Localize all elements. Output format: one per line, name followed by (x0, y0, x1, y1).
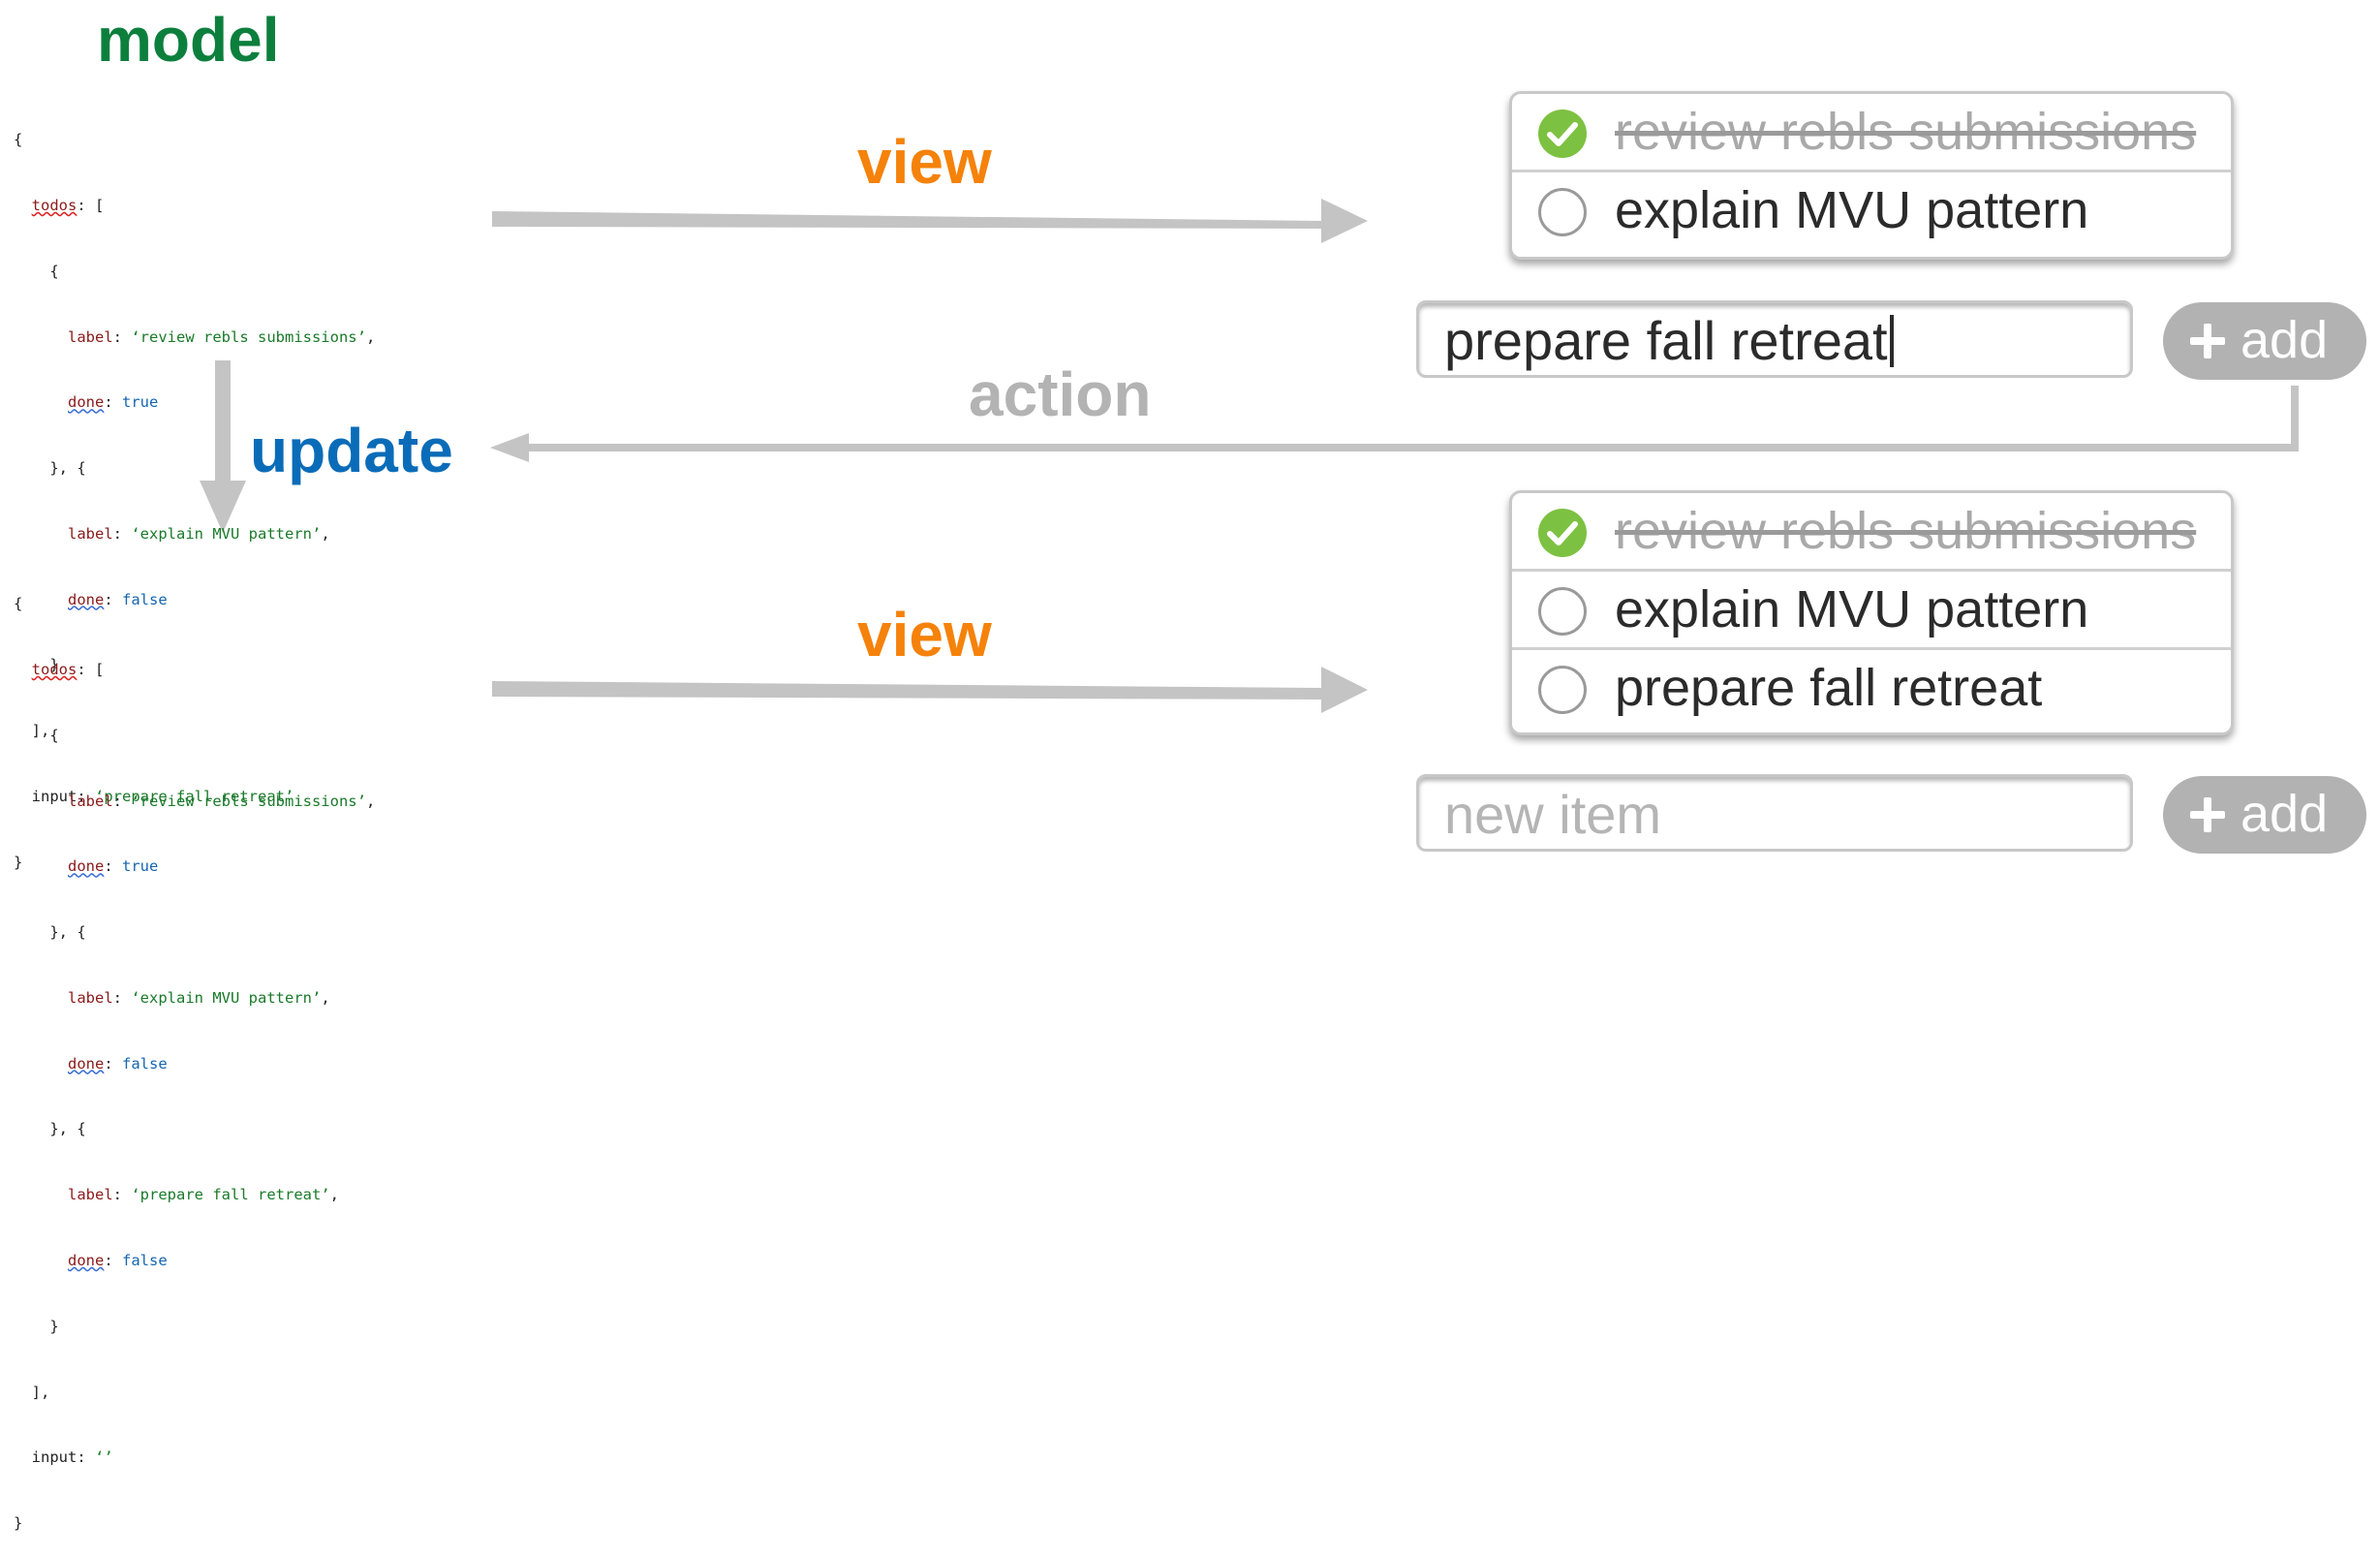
view-label-bottom: view (857, 600, 992, 669)
empty-circle-icon[interactable] (1538, 587, 1587, 636)
code-label-value: ‘review rebls submissions’ (131, 792, 366, 810)
code-input-key: input (31, 1448, 77, 1467)
model-after-code: { todos: [ { label: ‘review rebls submis… (14, 595, 376, 1533)
empty-circle-icon[interactable] (1538, 666, 1587, 714)
todo-item[interactable]: review rebls submissions (1512, 94, 2231, 172)
input-value: prepare fall retreat (1444, 311, 1894, 371)
code-done-value: false (122, 1054, 168, 1073)
empty-circle-icon[interactable] (1538, 188, 1587, 236)
code-label-value: ‘explain MVU pattern’ (131, 988, 322, 1007)
model-before-code: { todos: [ { label: ‘review rebls submis… (14, 131, 376, 871)
add-button-label: add (2241, 311, 2329, 369)
todo-label: prepare fall retreat (1615, 659, 2043, 717)
action-arrow (490, 386, 2299, 462)
code-label-value: ‘prepare fall retreat’ (131, 1186, 330, 1204)
code-done-value: true (122, 857, 159, 876)
todo-list-after: review rebls submissions explain MVU pat… (1509, 490, 2234, 735)
code-open-brace: { (14, 131, 23, 149)
new-item-input[interactable]: prepare fall retreat (1416, 300, 2133, 378)
input-value-text: prepare fall retreat (1444, 310, 1888, 371)
todo-list-before: review rebls submissions explain MVU pat… (1509, 91, 2234, 260)
todo-label: explain MVU pattern (1615, 580, 2089, 638)
add-button[interactable]: add (2163, 302, 2366, 380)
todo-item[interactable]: explain MVU pattern (1512, 172, 2231, 248)
todo-item[interactable]: prepare fall retreat (1512, 650, 2231, 726)
code-done-key: done (68, 1054, 105, 1073)
action-label: action (969, 359, 1152, 429)
code-close-brace: } (14, 853, 23, 871)
code-label-key: label (68, 1186, 113, 1204)
code-input-key: input (31, 788, 77, 805)
view-arrow-top (492, 199, 1368, 243)
code-done-key: done (68, 1252, 105, 1269)
code-done-key: done (68, 393, 105, 412)
plus-icon (2190, 324, 2225, 358)
code-input-value: ‘prepare fall retreat’ (95, 788, 294, 805)
update-arrow (200, 360, 246, 533)
code-done-key: done (68, 590, 105, 608)
code-label-value: ‘explain MVU pattern’ (131, 524, 322, 543)
flow-arrows (200, 199, 2299, 713)
code-input-value: ‘’ (95, 1448, 113, 1467)
code-todos-key: todos (31, 196, 77, 214)
view-arrow-bottom (492, 667, 1368, 713)
model-title: model (97, 5, 280, 75)
todo-item[interactable]: review rebls submissions (1512, 493, 2231, 572)
code-label-key: label (68, 524, 113, 543)
code-label-key: label (68, 792, 113, 810)
todo-label: review rebls submissions (1615, 502, 2197, 560)
new-item-input[interactable]: new item (1416, 774, 2133, 852)
add-button-label: add (2241, 785, 2329, 843)
todo-label: explain MVU pattern (1615, 181, 2089, 239)
input-placeholder: new item (1444, 784, 1662, 845)
code-label-value: ‘review rebls submissions’ (131, 327, 366, 346)
update-label: update (250, 416, 453, 485)
todo-label: review rebls submissions (1615, 103, 2197, 161)
check-circle-icon[interactable] (1538, 509, 1587, 557)
code-done-value: false (122, 590, 168, 608)
plus-icon (2190, 797, 2225, 832)
code-done-value: true (122, 393, 159, 412)
code-open-brace: { (14, 595, 23, 613)
code-close-brace: } (14, 1514, 23, 1533)
code-label-key: label (68, 327, 113, 346)
add-button[interactable]: add (2163, 776, 2366, 854)
check-circle-icon[interactable] (1538, 109, 1587, 158)
view-label-top: view (857, 127, 992, 197)
code-todos-key: todos (31, 660, 77, 678)
todo-item[interactable]: explain MVU pattern (1512, 572, 2231, 650)
text-caret (1889, 315, 1894, 367)
code-label-key: label (68, 988, 113, 1007)
code-done-key: done (68, 857, 105, 876)
code-done-value: false (122, 1252, 168, 1269)
